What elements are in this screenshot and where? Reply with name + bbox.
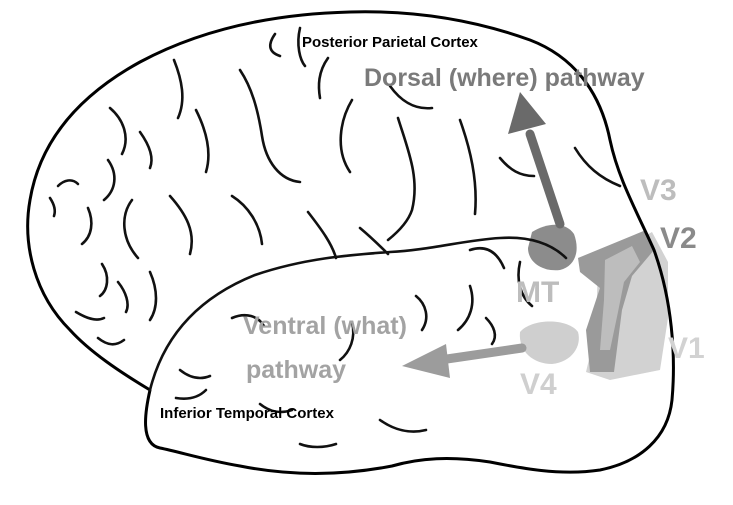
v4-region <box>520 322 579 365</box>
label-v1: V1 <box>668 332 705 365</box>
label-inferior-temporal: Inferior Temporal Cortex <box>160 405 335 422</box>
label-ventral-line1: Ventral (what) <box>243 312 407 340</box>
label-ventral-line2: pathway <box>246 356 346 384</box>
label-posterior-parietal: Posterior Parietal Cortex <box>302 34 479 51</box>
label-dorsal-pathway: Dorsal (where) pathway <box>364 64 645 92</box>
ventral-arrow <box>402 344 522 378</box>
label-v3: V3 <box>640 174 677 207</box>
label-mt: MT <box>516 276 559 309</box>
label-v4: V4 <box>520 368 557 401</box>
label-v2: V2 <box>660 222 697 255</box>
dorsal-arrow <box>508 92 560 224</box>
